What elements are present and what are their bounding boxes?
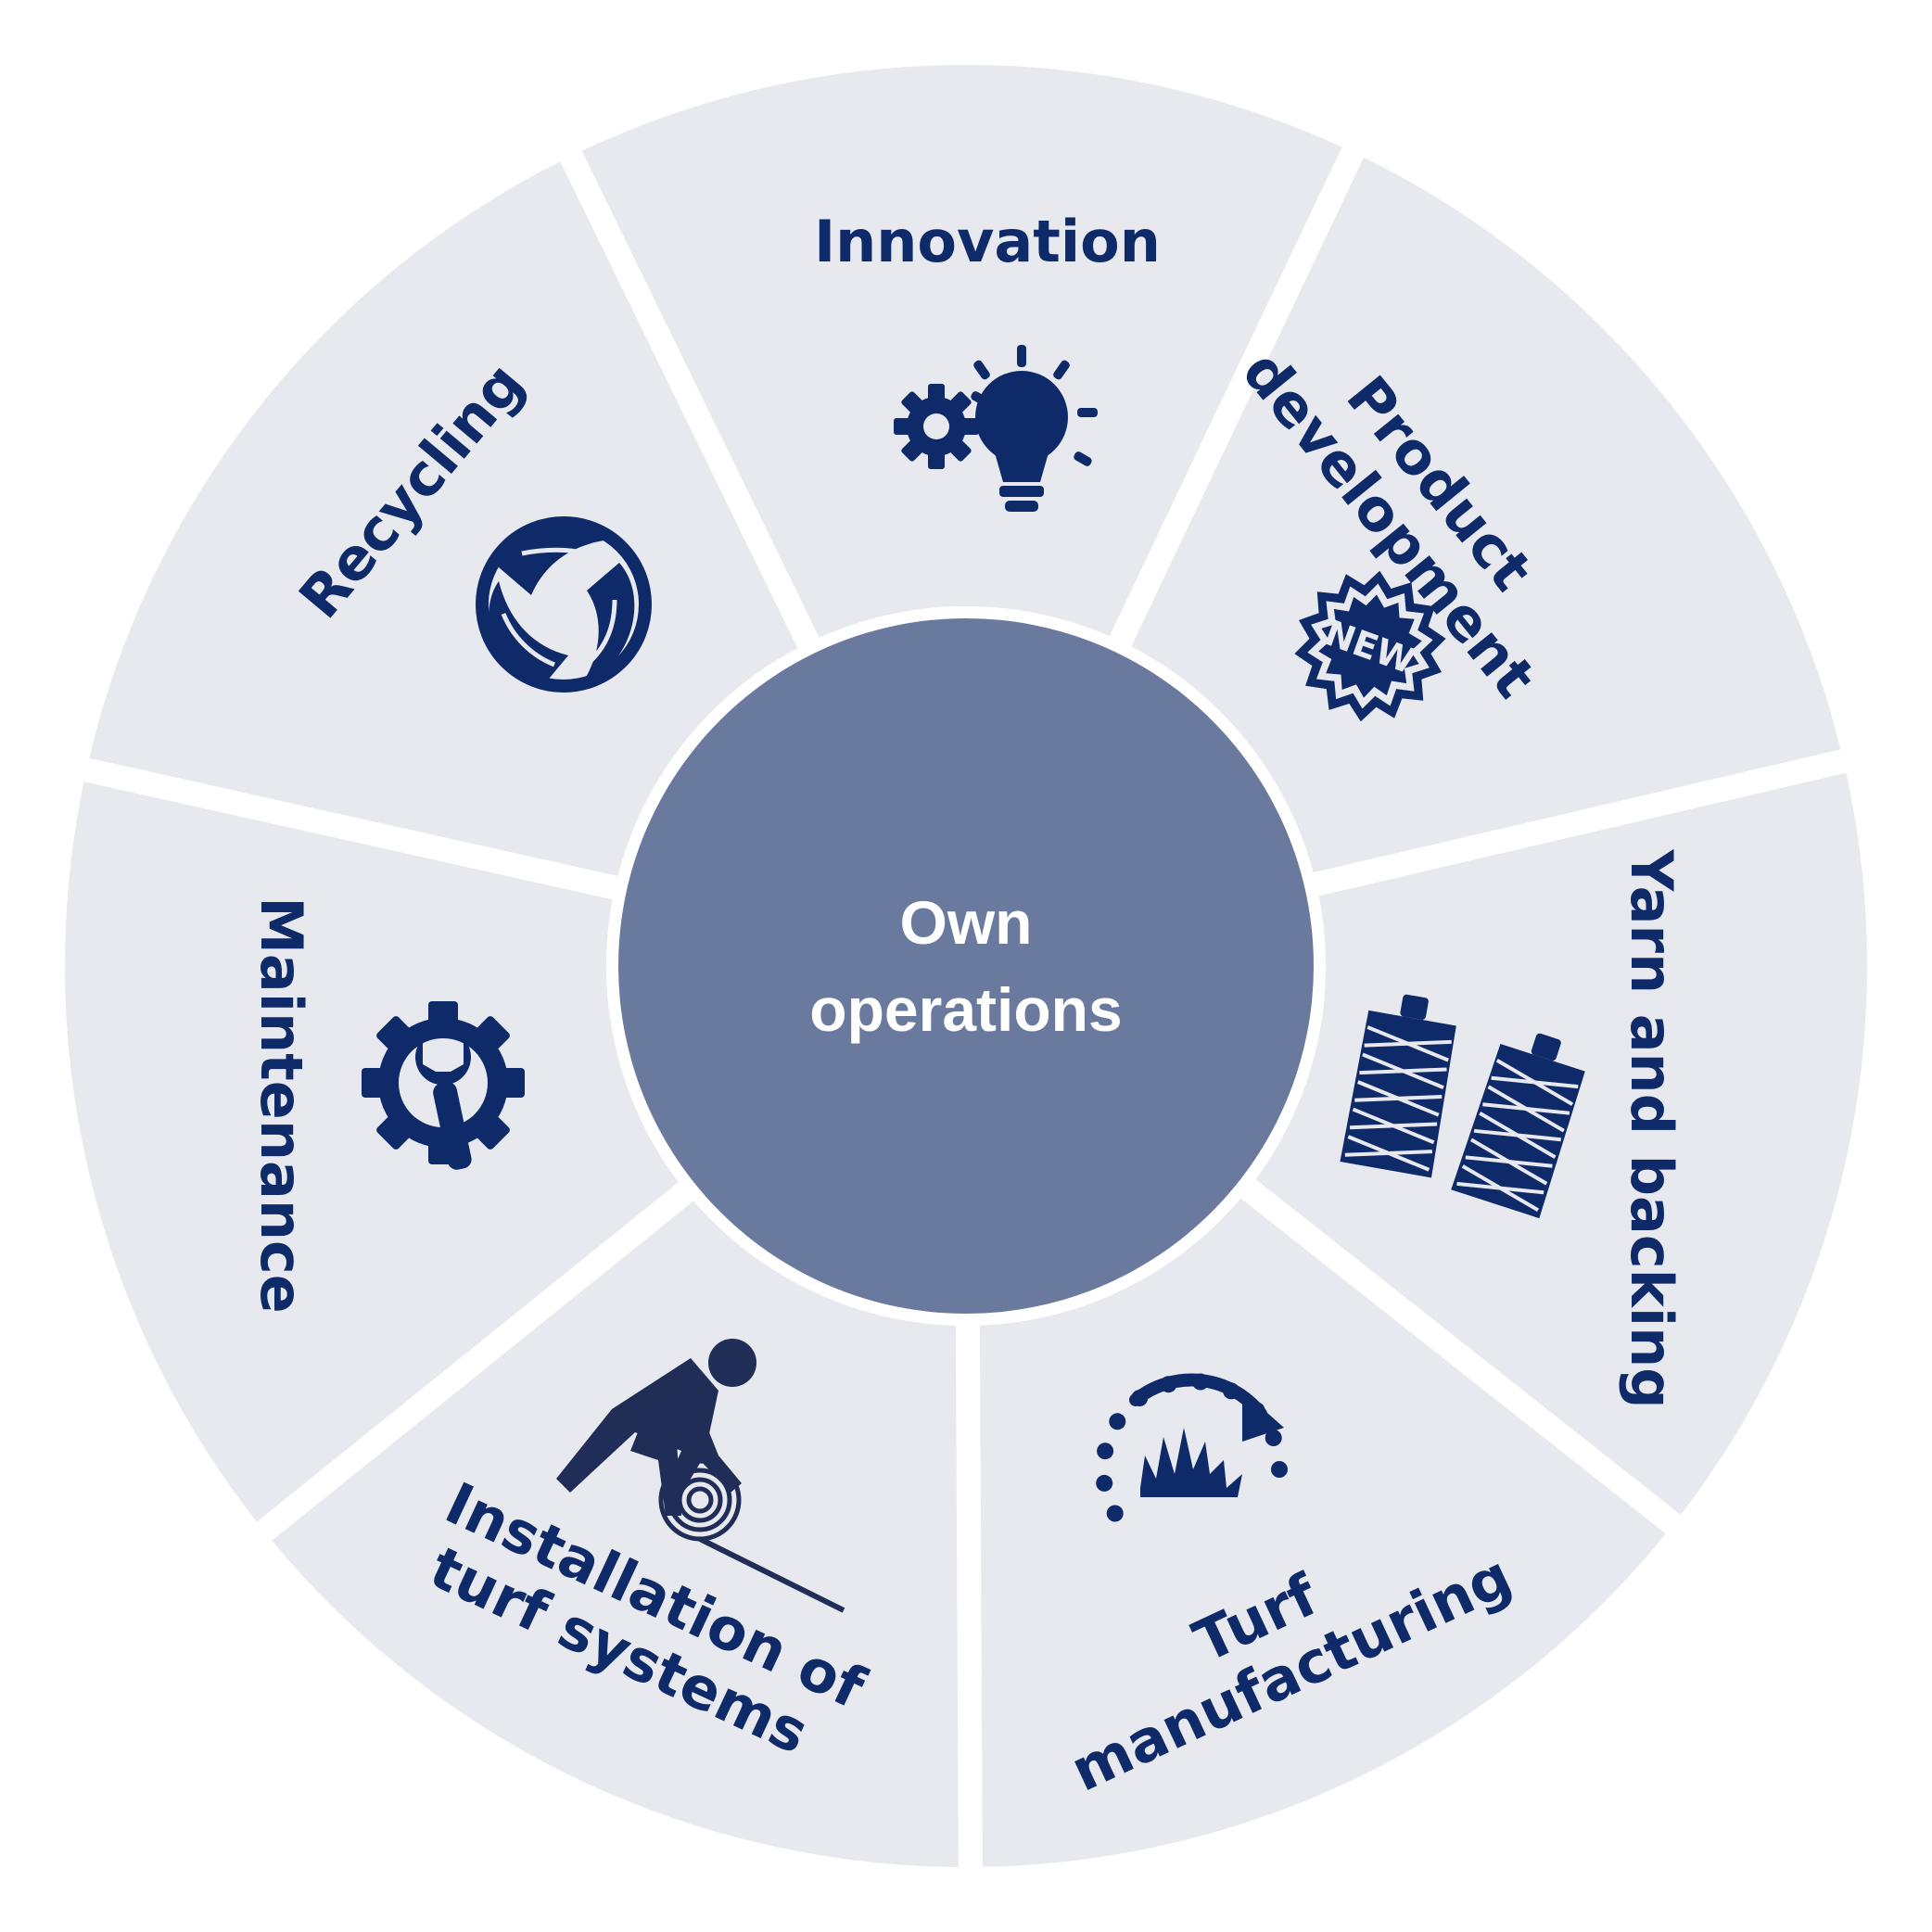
- grass-cycle-icon: [1096, 1373, 1288, 1522]
- segment-maintenance: [64, 782, 679, 1522]
- center-circle: [618, 618, 1314, 1314]
- yarn-and-backing-label: Yarn and backing: [1618, 848, 1685, 1408]
- worker-rolling-turf-icon: [556, 1339, 845, 1613]
- yarn-and-backing-label-text: Yarn and backing: [1618, 848, 1685, 1408]
- center-label-line-2: operations: [809, 975, 1122, 1044]
- leaf-cycle-icon: [476, 516, 652, 693]
- maintenance-label-text: Maintenance: [248, 896, 315, 1314]
- cycle-dot: [1096, 1474, 1113, 1492]
- cycle-dot: [1109, 1413, 1126, 1430]
- gear-lightbulb-icon: [894, 345, 1098, 512]
- cycle-dot: [1106, 1505, 1124, 1522]
- cycle-dot: [1248, 1402, 1265, 1419]
- cycle-dot: [1223, 1382, 1240, 1400]
- cycle-dot: [1265, 1430, 1282, 1446]
- cycle-dot: [1191, 1373, 1209, 1391]
- segment-recycling: [89, 161, 798, 876]
- innovation-label: Innovation: [814, 208, 1161, 275]
- maintenance-label: Maintenance: [248, 896, 315, 1314]
- cycle-dot: [1097, 1443, 1114, 1460]
- segment-innovation: [581, 64, 1342, 638]
- yarn-spools-icon: [1340, 994, 1585, 1219]
- segment-turf-manufacturing: [979, 1198, 1666, 1867]
- gear-wrench-icon: [362, 1001, 525, 1170]
- new-badge-icon: NEW: [1294, 570, 1446, 722]
- cycle-dot: [1160, 1376, 1177, 1393]
- cycle-dot: [1131, 1390, 1149, 1407]
- cycle-dot: [1271, 1461, 1288, 1478]
- segment-product-development: [1131, 157, 1841, 873]
- segment-installation: [272, 1201, 959, 1867]
- center-label-line-1: Own: [900, 888, 1033, 957]
